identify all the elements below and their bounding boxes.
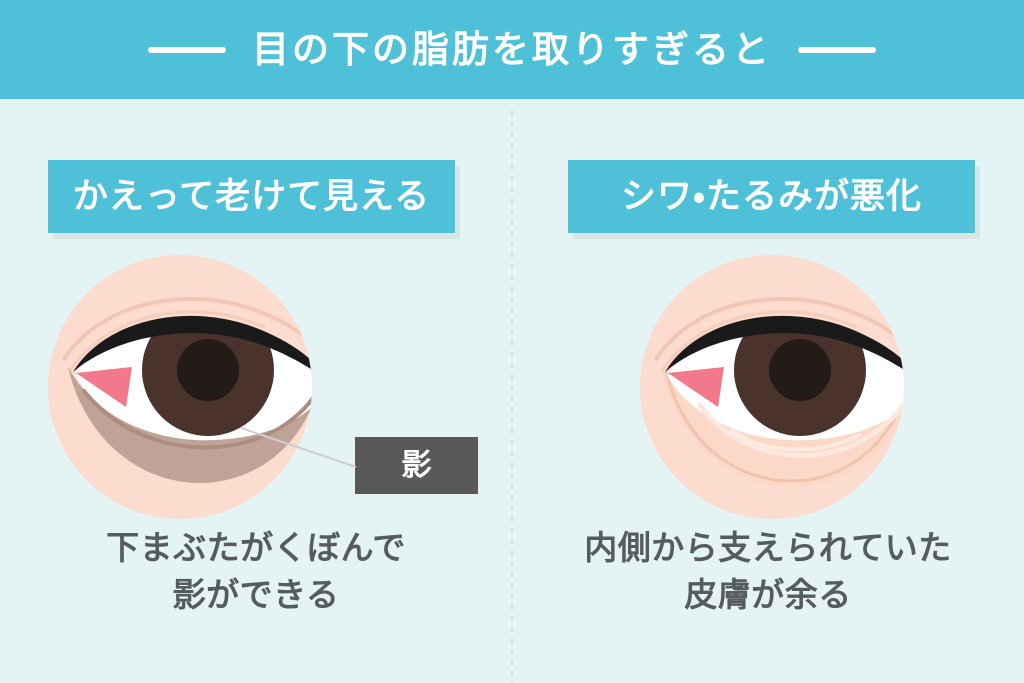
eye-illustration-sagging — [582, 255, 962, 520]
page-title: 目の下の脂肪を取りすぎると — [252, 29, 772, 70]
header-dash-left-icon — [148, 46, 226, 53]
pupil — [177, 339, 239, 401]
panel-left-chip: かえって老けて見える — [48, 160, 455, 233]
panel-right-caption-line-1: 内側から支えられていた — [584, 529, 952, 566]
panel-right-caption: 内側から支えられていた 皮膚が余る — [512, 525, 1024, 619]
panel-left-chip-label: かえって老けて見える — [72, 177, 431, 216]
panel-left-caption-line-1: 下まぶたがくぼんで — [106, 529, 406, 566]
panel-left-caption-line-2: 影ができる — [172, 575, 340, 613]
panel-right: シワ・たるみが悪化 — [512, 110, 1024, 683]
panel-left-caption: 下まぶたがくぼんで 影ができる — [0, 525, 512, 619]
upper-lash-line — [73, 316, 312, 382]
shadow-callout-box: 影 — [355, 437, 478, 494]
caruncle — [76, 367, 132, 407]
panel-right-chip-label: シワ・たるみが悪化 — [621, 177, 922, 216]
panel-right-caption-line-2: 皮膚が余る — [684, 575, 852, 613]
under-eye-bag — [660, 367, 904, 487]
upper-lash-line — [665, 316, 904, 382]
shadow-callout-label: 影 — [401, 448, 432, 482]
pupil — [769, 339, 831, 401]
panel-right-chip: シワ・たるみが悪化 — [568, 160, 975, 233]
header-dash-right-icon — [798, 46, 876, 53]
header-band: 目の下の脂肪を取りすぎると — [0, 0, 1024, 99]
panel-divider — [511, 110, 513, 683]
panel-left: かえって老けて見える — [0, 110, 512, 683]
caruncle — [668, 367, 724, 407]
